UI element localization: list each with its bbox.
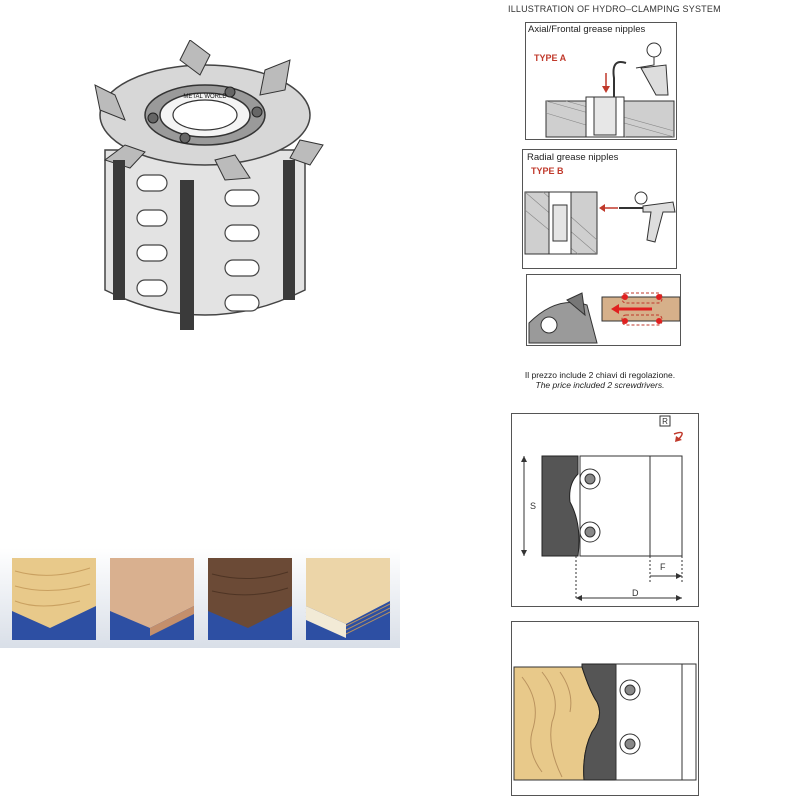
brand-ring-text: METAL WORLD: [183, 94, 227, 100]
panel-b-diagram: [524, 191, 676, 255]
swatch-plywood: [305, 558, 391, 640]
profile-cut-panel: [511, 621, 699, 796]
swatch-pine-wood: [12, 558, 96, 640]
panel-b-label: Radial grease nipples: [527, 152, 619, 163]
panel-a-diagram: [545, 42, 675, 138]
panel-clamping-detail: [526, 274, 681, 346]
price-note-italian: Il prezzo include 2 chiavi di regolazion…: [524, 370, 676, 380]
dim-f-label: F: [660, 562, 666, 572]
panel-a-type: TYPE A: [534, 53, 567, 63]
dim-s-label: S: [530, 501, 536, 511]
dimension-diagram-panel: R S F D: [511, 413, 699, 607]
rotation-badge: R: [662, 417, 668, 426]
hydro-clamping-title: ILLUSTRATION OF HYDRO–CLAMPING SYSTEM: [508, 4, 721, 14]
swatch-beech-wood: [110, 558, 194, 640]
price-note-english-text: The price included 2 screwdrivers.: [535, 380, 665, 390]
panel-type-b: Radial grease nipples TYPE B: [522, 149, 677, 269]
panel-b-type: TYPE B: [531, 166, 564, 176]
cutter-head-illustration: METAL WORLD: [94, 40, 324, 330]
dimension-diagram: R S F D: [521, 415, 683, 601]
price-note-english: The price included 2 screwdrivers.: [510, 380, 690, 390]
profile-cut-diagram: [513, 663, 697, 781]
panel-type-a: Axial/Frontal grease nipples TYPE A: [525, 22, 677, 140]
panel-a-label: Axial/Frontal grease nipples: [528, 24, 646, 35]
clamping-detail-diagram: [528, 292, 680, 344]
material-swatches: [12, 558, 391, 640]
swatch-walnut-wood: [208, 558, 292, 640]
dim-d-label: D: [632, 588, 639, 598]
